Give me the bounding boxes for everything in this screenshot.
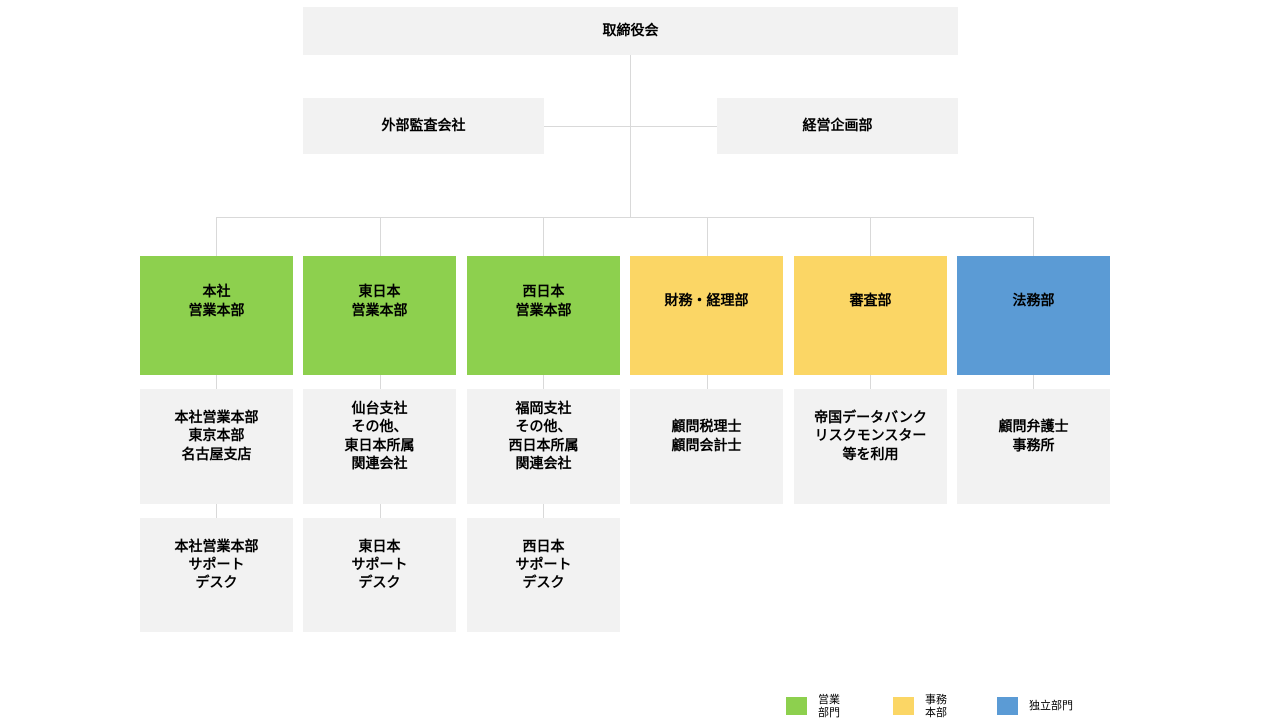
connector-stub	[216, 375, 217, 389]
legend-swatch-independent-blue	[997, 697, 1018, 715]
connector-stub	[543, 375, 544, 389]
legend-label: 営業 部門	[818, 692, 840, 719]
legend-item-admin: 事務 本部	[893, 691, 947, 720]
connector-spread-horizontal	[216, 217, 1034, 218]
org-node-screening-dept: 審査部	[794, 256, 947, 375]
org-node-external-audit: 外部監査会社	[303, 98, 544, 154]
connector-stub	[707, 217, 708, 256]
connector-stub	[870, 375, 871, 389]
legend-label: 独立部門	[1029, 699, 1073, 713]
connector-stub	[380, 504, 381, 518]
org-node-credit-data-services: 帝国データバンク リスクモンスター 等を利用	[794, 389, 947, 504]
org-node-board: 取締役会	[303, 7, 958, 55]
connector-stub	[543, 504, 544, 518]
org-node-legal-dept: 法務部	[957, 256, 1110, 375]
org-node-corporate-planning: 経営企画部	[717, 98, 958, 154]
org-node-east-support-desk: 東日本 サポート デスク	[303, 518, 456, 632]
org-node-west-support-desk: 西日本 サポート デスク	[467, 518, 620, 632]
org-node-finance-accounting-dept: 財務・経理部	[630, 256, 783, 375]
connector-stub	[707, 375, 708, 389]
connector-stub	[380, 217, 381, 256]
connector-stub	[216, 504, 217, 518]
org-node-hq-support-desk: 本社営業本部 サポート デスク	[140, 518, 293, 632]
connector-stub	[1033, 375, 1034, 389]
legend-item-sales: 営業 部門	[786, 691, 840, 720]
legend-label: 事務 本部	[925, 692, 947, 719]
org-node-hq-sales-div: 本社 営業本部	[140, 256, 293, 375]
connector-stub	[380, 375, 381, 389]
org-node-advisors-tax: 顧問税理士 顧問会計士	[630, 389, 783, 504]
legend-swatch-sales-green	[786, 697, 807, 715]
org-node-west-sales-div: 西日本 営業本部	[467, 256, 620, 375]
org-node-east-sales-div: 東日本 営業本部	[303, 256, 456, 375]
connector-stub	[543, 217, 544, 256]
legend-swatch-admin-yellow	[893, 697, 914, 715]
connector-stub	[1033, 217, 1034, 256]
org-node-legal-advisors: 顧問弁護士 事務所	[957, 389, 1110, 504]
connector-root-vertical	[630, 55, 631, 217]
connector-staff-horizontal	[544, 126, 717, 127]
org-node-west-branches: 福岡支社 その他、 西日本所属 関連会社	[467, 389, 620, 504]
legend-item-independent: 独立部門	[997, 691, 1073, 720]
connector-stub	[870, 217, 871, 256]
org-node-hq-branches: 本社営業本部 東京本部 名古屋支店	[140, 389, 293, 504]
org-node-east-branches: 仙台支社 その他、 東日本所属 関連会社	[303, 389, 456, 504]
connector-stub	[216, 217, 217, 256]
